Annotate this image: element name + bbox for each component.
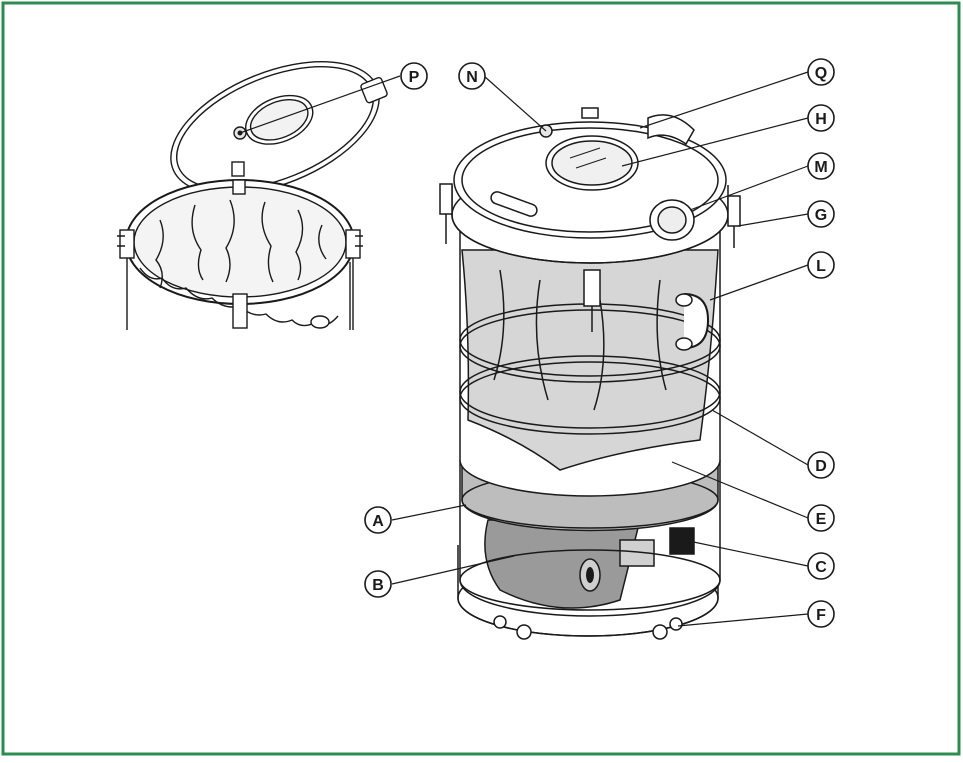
lid (439, 107, 741, 264)
label-e: E (807, 504, 835, 532)
handle (683, 293, 710, 349)
svg-text:E: E (816, 511, 827, 528)
wheel-front-icon (493, 615, 507, 629)
cylinder-body (459, 220, 721, 497)
inset-open-lid (117, 61, 388, 330)
main-unit (439, 107, 741, 640)
inset-clamp-right (345, 229, 363, 330)
svg-text:M: M (814, 159, 827, 176)
svg-text:G: G (815, 207, 827, 224)
svg-text:N: N (466, 69, 478, 86)
clamp-left (439, 183, 453, 215)
svg-text:P: P (409, 69, 420, 86)
svg-text:F: F (816, 607, 826, 624)
label-m: M (807, 152, 835, 180)
label-n: N (458, 62, 486, 90)
label-l: L (807, 251, 835, 279)
label-c: C (807, 552, 835, 580)
svg-text:L: L (816, 258, 826, 275)
svg-text:D: D (815, 458, 827, 475)
label-f: F (807, 600, 835, 628)
label-g: G (807, 200, 835, 228)
svg-text:Q: Q (815, 65, 827, 82)
inset-clamp-left (117, 229, 135, 330)
svg-text:H: H (815, 111, 827, 128)
wheel-left-icon (516, 624, 532, 640)
band-ring-lower (459, 355, 721, 429)
label-markers: P N Q H M G L D E A B C F (364, 58, 835, 628)
callouts (239, 71, 809, 627)
wheel-right-icon (652, 624, 668, 640)
motor-housing (484, 519, 641, 609)
label-p: P (400, 62, 428, 90)
svg-text:B: B (372, 577, 384, 594)
label-q: Q (807, 58, 835, 86)
svg-text:A: A (372, 513, 384, 530)
label-b: B (364, 570, 392, 598)
clamp-right (727, 195, 741, 227)
svg-text:C: C (815, 559, 827, 576)
label-h: H (807, 104, 835, 132)
label-d: D (807, 451, 835, 479)
label-a: A (364, 506, 392, 534)
